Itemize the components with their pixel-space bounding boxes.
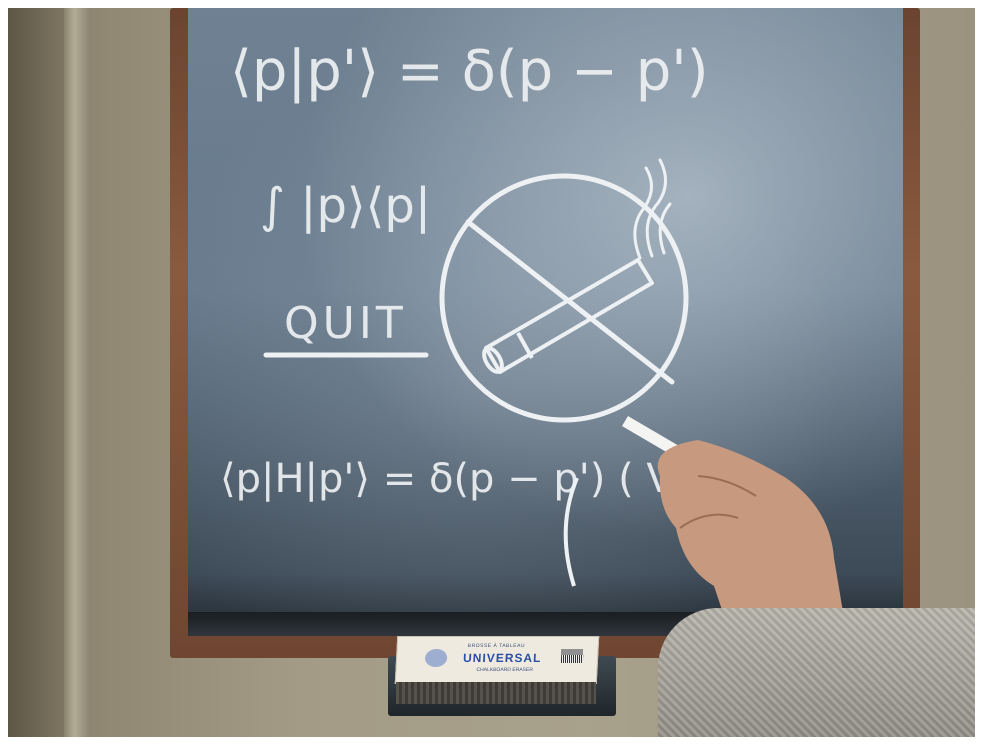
equation-3: ⟨p|H|p'⟩ = δ(p − p') ( V(p) [220, 456, 730, 502]
smoke-icon [633, 158, 672, 260]
cigarette-icon [482, 258, 654, 374]
photo: ⟨p|p'⟩ = δ(p − p') ∫ |p⟩⟨p| QUIT ⟨p|H|p'… [8, 8, 975, 737]
chalk-writing: ⟨p|p'⟩ = δ(p − p') ∫ |p⟩⟨p| QUIT ⟨p|H|p'… [220, 39, 844, 628]
paren-stroke [563, 477, 579, 587]
equation-2: ∫ |p⟩⟨p| [260, 178, 431, 234]
eraser-brand: UNIVERSAL [462, 651, 542, 665]
no-smoking-icon [439, 173, 689, 423]
quit-word: QUIT [284, 298, 407, 349]
door-frame [64, 8, 90, 737]
wall-shadow [8, 8, 64, 737]
chalkboard-eraser: BROSSE À TABLEAU UNIVERSAL CHALKBOARD ER… [394, 636, 600, 706]
eraser-label: BROSSE À TABLEAU UNIVERSAL CHALKBOARD ER… [394, 636, 600, 684]
eraser-felt [396, 682, 596, 704]
equation-1: ⟨p|p'⟩ = δ(p − p') [230, 39, 709, 104]
hand-holding-chalk [622, 416, 844, 628]
sweater-sleeve [658, 608, 975, 737]
eraser-top-text: BROSSE À TABLEAU [467, 643, 526, 649]
barcode-icon [560, 649, 584, 663]
eraser-logo [424, 649, 448, 667]
eraser-sub-text: CHALKBOARD ERASER [476, 667, 534, 673]
